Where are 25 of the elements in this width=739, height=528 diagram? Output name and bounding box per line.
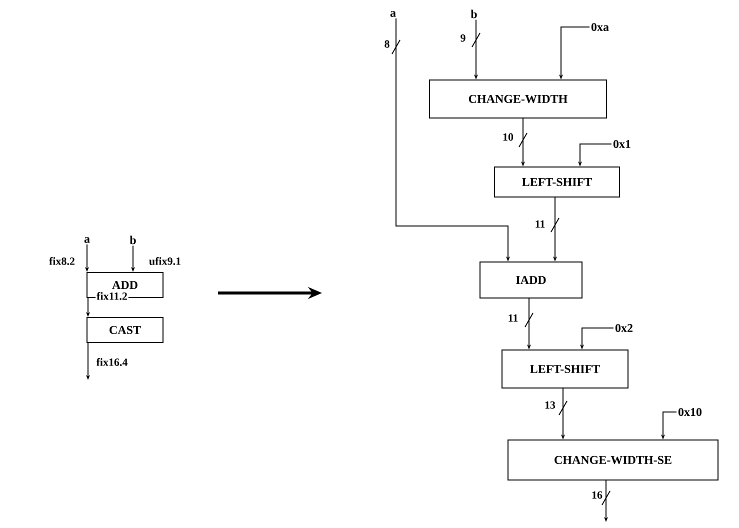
process-box: LEFT-SHIFT xyxy=(502,350,628,388)
process-box: CHANGE-WIDTH xyxy=(429,80,607,118)
signal-label: 0x10 xyxy=(678,408,702,416)
signal-label: b xyxy=(130,236,136,244)
process-box: LEFT-SHIFT xyxy=(494,166,620,198)
edge-label: fix8.2 xyxy=(48,256,76,266)
edge-label: 13 xyxy=(544,400,556,410)
edge-label: 11 xyxy=(534,219,546,229)
signal-label: 0x1 xyxy=(613,140,630,148)
signal-label: a xyxy=(84,237,90,243)
signal-label: 0x2 xyxy=(615,324,632,332)
process-box: CAST xyxy=(86,317,164,343)
edge-label: 9 xyxy=(459,33,467,43)
edge-label: 8 xyxy=(383,39,391,49)
edge-label: 10 xyxy=(502,132,514,142)
edge-label: 11 xyxy=(506,313,520,323)
edge-label: fix11.2 xyxy=(96,291,128,301)
signal-label: a xyxy=(390,11,396,17)
edge-label: fix16.4 xyxy=(95,357,129,367)
signal-label: 0xa xyxy=(591,22,609,32)
signal-label: b xyxy=(470,10,477,18)
process-box: IADD xyxy=(480,262,582,298)
process-box: CHANGE-WIDTH-SE xyxy=(508,440,718,480)
edge-label: 16 xyxy=(590,490,604,500)
edge-label: ufix9.1 xyxy=(148,256,182,266)
